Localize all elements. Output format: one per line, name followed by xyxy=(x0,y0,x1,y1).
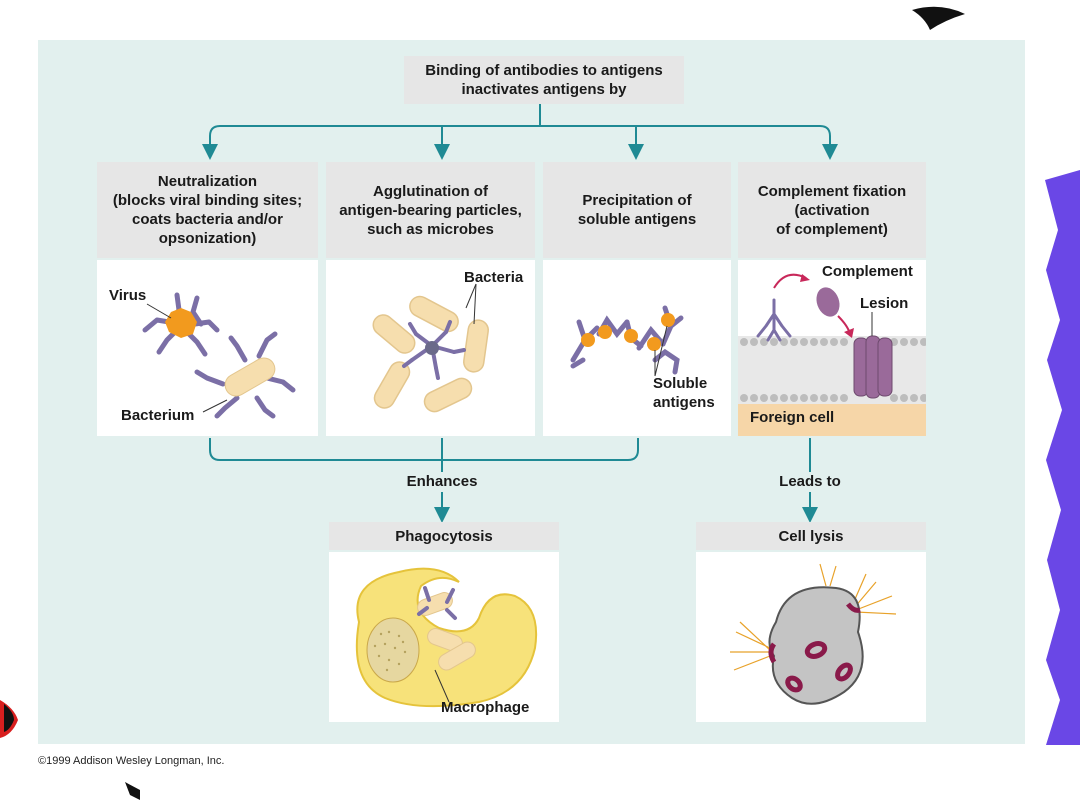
precipitation-panel: Soluble antigens xyxy=(543,260,731,436)
lesion-pore-icon xyxy=(853,335,893,399)
macrophage-label: Macrophage xyxy=(441,699,530,716)
lesion-label: Lesion xyxy=(860,295,909,312)
cell-lysis-illustration xyxy=(730,563,897,705)
complement-illustration xyxy=(738,273,928,436)
nucleus-icon xyxy=(366,617,420,683)
lesion-icon xyxy=(768,602,861,693)
neutralization-panel: Virus Bacterium xyxy=(97,260,318,436)
foreign-cell-label: Foreign cell xyxy=(750,409,835,426)
cell-lysis-title: Cell lysis xyxy=(696,522,926,550)
complement-fixation-title: Complement fixation (activation of compl… xyxy=(738,162,926,258)
antigen-core-icon xyxy=(425,341,439,355)
bacterium-label: Bacterium xyxy=(121,407,195,424)
antibody-icon xyxy=(194,331,296,419)
agglutination-illustration xyxy=(372,283,489,413)
bacteria-icon xyxy=(372,295,489,413)
bacteria-label: Bacteria xyxy=(464,269,524,286)
phagocytosis-panel: Macrophage xyxy=(329,552,559,722)
top-box: Binding of antibodies to antigens inacti… xyxy=(404,56,684,104)
enhances-label: Enhances xyxy=(406,473,478,490)
agglutination-panel: Bacteria xyxy=(326,260,535,436)
bacterium-icon xyxy=(224,357,276,397)
foreign-cell-cytoplasm xyxy=(738,404,926,436)
corner-swirl-top xyxy=(912,6,965,31)
membrane-bilayer xyxy=(738,336,926,404)
neutralization-title: Neutralization (blocks viral binding sit… xyxy=(97,162,318,258)
antibody-icon xyxy=(756,298,792,342)
agglutination-title: Agglutination of antigen-bearing particl… xyxy=(326,162,535,258)
virus-icon xyxy=(165,308,197,338)
corner-swirl-bottom xyxy=(125,782,140,800)
phagocytosis-title: Phagocytosis xyxy=(329,522,559,550)
corner-swirl-left xyxy=(0,700,18,738)
complement-protein-icon xyxy=(816,287,840,317)
virus-label: Virus xyxy=(109,287,147,304)
leads-to-label: Leads to xyxy=(779,473,841,490)
purple-ribbon-decoration xyxy=(1045,170,1080,745)
macrophage-illustration xyxy=(355,567,538,708)
leakage-lines-icon xyxy=(730,563,897,671)
complement-fixation-panel: Complement Lesion Foreign cell xyxy=(738,260,928,436)
soluble-antigen-icon xyxy=(581,313,675,351)
copyright-text: ©1999 Addison Wesley Longman, Inc. xyxy=(38,755,225,767)
neutralization-illustration xyxy=(142,292,296,419)
complement-label: Complement xyxy=(822,263,913,280)
precipitation-illustration xyxy=(570,305,684,377)
antibody-icon xyxy=(417,586,457,620)
cell-lysis-panel xyxy=(696,552,926,722)
soluble-antigens-label: Soluble antigens xyxy=(653,375,715,411)
precipitation-title: Precipitation of soluble antigens xyxy=(543,162,731,258)
antibody-icon xyxy=(402,320,466,380)
antibody-icon xyxy=(142,292,220,357)
